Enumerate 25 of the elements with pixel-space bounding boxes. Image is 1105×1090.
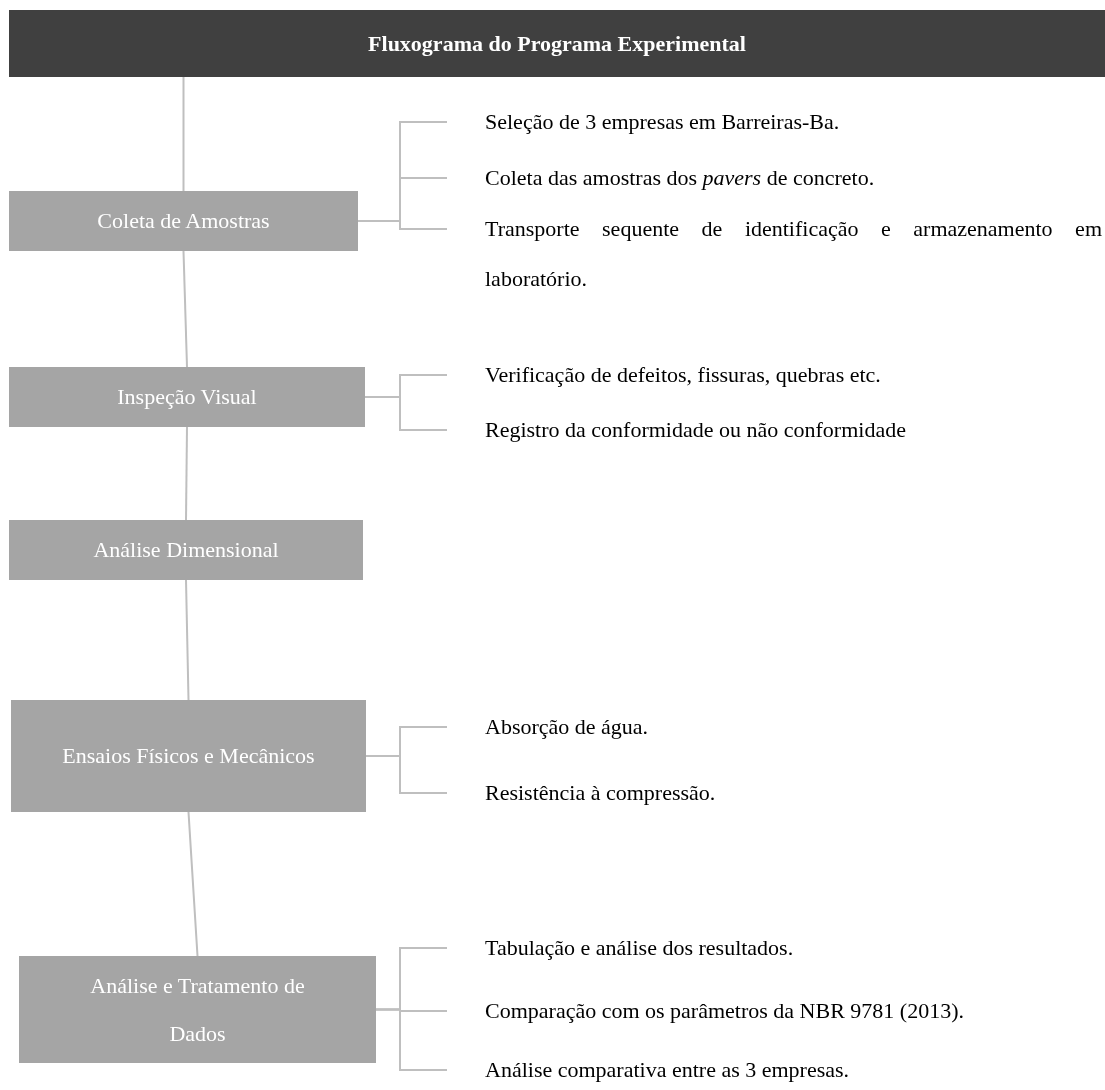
connector-line (375, 1008, 448, 1071)
connector-line (185, 426, 188, 521)
connector-line (187, 811, 199, 957)
step-text: Resistência à compressão. (447, 775, 1102, 811)
step-text: Registro da conformidade ou não conformidade (447, 412, 1102, 448)
process-box: Coleta de Amostras (9, 191, 358, 251)
connector-line (365, 755, 448, 794)
connector-line (364, 396, 448, 431)
process-box: Análise e Tratamento de Dados (19, 956, 376, 1063)
step-text: Coleta das amostras dos pavers de concreto. (447, 160, 1102, 196)
process-box: Ensaios Físicos e Mecânicos (11, 700, 366, 812)
step-text: Comparação com os parâmetros da NBR 9781 (2013). (447, 993, 1102, 1029)
step-text: Transporte sequente de identificação e armazenamento em laboratório. (447, 204, 1102, 304)
step-text: Seleção de 3 empresas em Barreiras-Ba. (447, 104, 1102, 140)
connector-line (357, 220, 448, 230)
connector-line (185, 579, 190, 701)
step-text: Análise comparativa entre as 3 empresas. (447, 1052, 1102, 1088)
connector-line (182, 76, 185, 192)
step-text: Absorção de água. (447, 709, 1102, 745)
step-text: Verificação de defeitos, fissuras, quebras etc. (447, 357, 1102, 393)
title-band: Fluxograma do Programa Experimental (9, 10, 1105, 77)
process-box: Análise Dimensional (9, 520, 363, 580)
connector-line (182, 250, 188, 368)
step-text: Tabulação e análise dos resultados. (447, 930, 1102, 966)
process-box: Inspeção Visual (9, 367, 365, 427)
